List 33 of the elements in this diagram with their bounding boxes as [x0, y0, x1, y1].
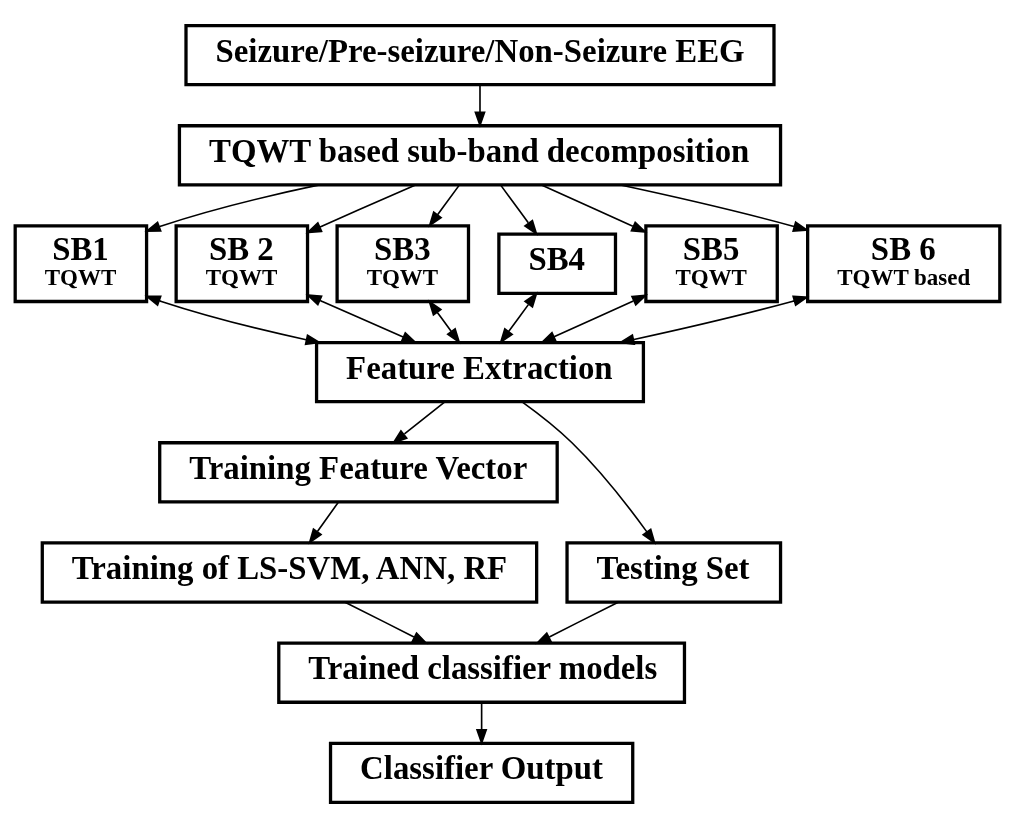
node-box: Training Feature Vector: [158, 440, 559, 503]
node-box: Testing Set: [565, 540, 783, 604]
node-box: TQWT based sub-band decomposition: [177, 123, 783, 186]
arrow: [428, 183, 461, 228]
arrow: [144, 294, 322, 345]
node-box: SB1 TQWT: [13, 223, 149, 303]
arrow: [427, 299, 461, 344]
arrow: [521, 400, 657, 545]
node-box: SB3 TQWT: [335, 223, 471, 303]
arrow: [475, 701, 488, 745]
arrow: [534, 600, 620, 644]
arrow: [539, 293, 649, 343]
arrow: [144, 183, 321, 232]
node-box: SB 6 TQWT based: [806, 223, 1002, 303]
arrow: [305, 293, 418, 343]
node-box: Classifier Output: [328, 741, 635, 804]
node-box: Seizure/Pre-seizure/Non-Seizure EEG: [184, 23, 776, 86]
arrow: [619, 183, 810, 232]
arrow: [541, 183, 648, 233]
arrow: [391, 400, 446, 444]
arrow: [344, 600, 429, 644]
node-box: SB4: [497, 232, 618, 295]
node-box: Feature Extraction: [314, 340, 646, 403]
arrow: [618, 295, 810, 345]
arrow: [499, 291, 538, 344]
node-box: SB 2 TQWT: [174, 223, 310, 303]
node-box: Training of LS-SVM, ANN, RF: [40, 540, 539, 604]
arrow: [474, 83, 486, 128]
node-box: SB5 TQWT: [644, 223, 779, 303]
node-box: Trained classifier models: [277, 641, 687, 704]
arrow: [308, 500, 340, 545]
arrow: [305, 183, 417, 233]
arrow: [499, 183, 538, 236]
